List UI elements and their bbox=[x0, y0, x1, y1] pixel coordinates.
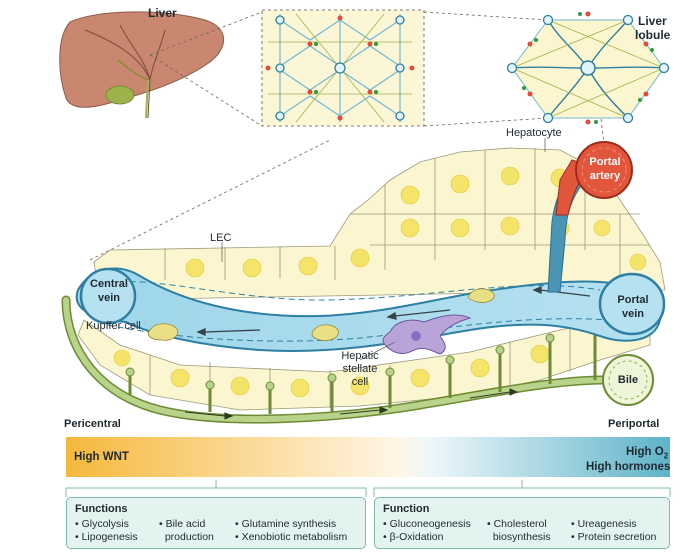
periportal-item: • Cholesterol bbox=[487, 518, 547, 530]
pericentral-item: • Glycolysis bbox=[75, 518, 129, 530]
periportal-label: Periportal bbox=[608, 418, 660, 430]
portal-artery-label-2: artery bbox=[589, 170, 621, 182]
pericentral-item: • Glutamine synthesis bbox=[235, 518, 337, 530]
lobule-hexagon bbox=[506, 11, 670, 125]
stellate-cell bbox=[382, 314, 472, 355]
high-hormones-label: High hormones bbox=[586, 461, 671, 473]
periportal-item: • Gluconeogenesis bbox=[383, 518, 471, 530]
liver-lobule-label-2: lobule bbox=[635, 28, 671, 42]
periportal-item: • Protein secretion bbox=[571, 531, 657, 543]
hepatocyte-label: Hepatocyte bbox=[506, 127, 562, 139]
high-wnt-label: High WNT bbox=[74, 451, 129, 463]
zonation-gradient-bar bbox=[66, 437, 670, 477]
pericentral-panel-title: Functions bbox=[75, 503, 128, 515]
pericentral-item: • Bile acid bbox=[159, 518, 206, 530]
pericentral-item: production bbox=[159, 531, 214, 543]
central-vein-label-1: Central bbox=[90, 278, 128, 290]
pericentral-item: • Xenobiotic metabolism bbox=[235, 531, 348, 543]
panel-brackets bbox=[65, 480, 671, 497]
sinusoid-channel bbox=[75, 267, 666, 352]
central-vein-label-2: vein bbox=[97, 292, 120, 304]
portal-artery-label-1: Portal bbox=[589, 156, 621, 168]
leader-lines bbox=[221, 138, 546, 361]
liver-label: Liver bbox=[148, 6, 177, 20]
periportal-panel-title: Function bbox=[383, 503, 430, 515]
liver-lobule-label-1: Liver bbox=[638, 14, 667, 28]
high-o2-label: High O2 bbox=[626, 446, 669, 461]
periportal-item: biosynthesis bbox=[487, 531, 551, 543]
lec-label: LEC bbox=[210, 232, 232, 244]
lattice-inset bbox=[261, 9, 425, 127]
stellate-label-1: Hepatic bbox=[341, 350, 379, 362]
kupffer-cell-label: Kupffer cell bbox=[86, 320, 141, 332]
pericentral-functions-panel: Functions • Glycolysis • Lipogenesis • B… bbox=[66, 497, 366, 549]
portal-vein-label-2: vein bbox=[621, 308, 644, 320]
portal-vein-label-1: Portal bbox=[617, 294, 649, 306]
kupffer-cells bbox=[147, 288, 495, 341]
periportal-item: • β-Oxidation bbox=[383, 531, 444, 543]
bile-duct bbox=[602, 354, 654, 406]
stellate-label-3: cell bbox=[351, 376, 369, 388]
pericentral-label: Pericentral bbox=[64, 418, 121, 430]
stellate-label-2: stellate bbox=[342, 363, 378, 375]
liver-organ bbox=[59, 11, 225, 119]
bile-canaliculus bbox=[61, 295, 625, 424]
portal-artery bbox=[547, 141, 633, 293]
pericentral-item: • Lipogenesis bbox=[75, 531, 138, 543]
periportal-item: • Ureagenesis bbox=[571, 518, 637, 530]
periportal-functions-panel: Function • Gluconeogenesis • β-Oxidation… bbox=[374, 497, 670, 549]
bile-label: Bile bbox=[617, 374, 639, 386]
